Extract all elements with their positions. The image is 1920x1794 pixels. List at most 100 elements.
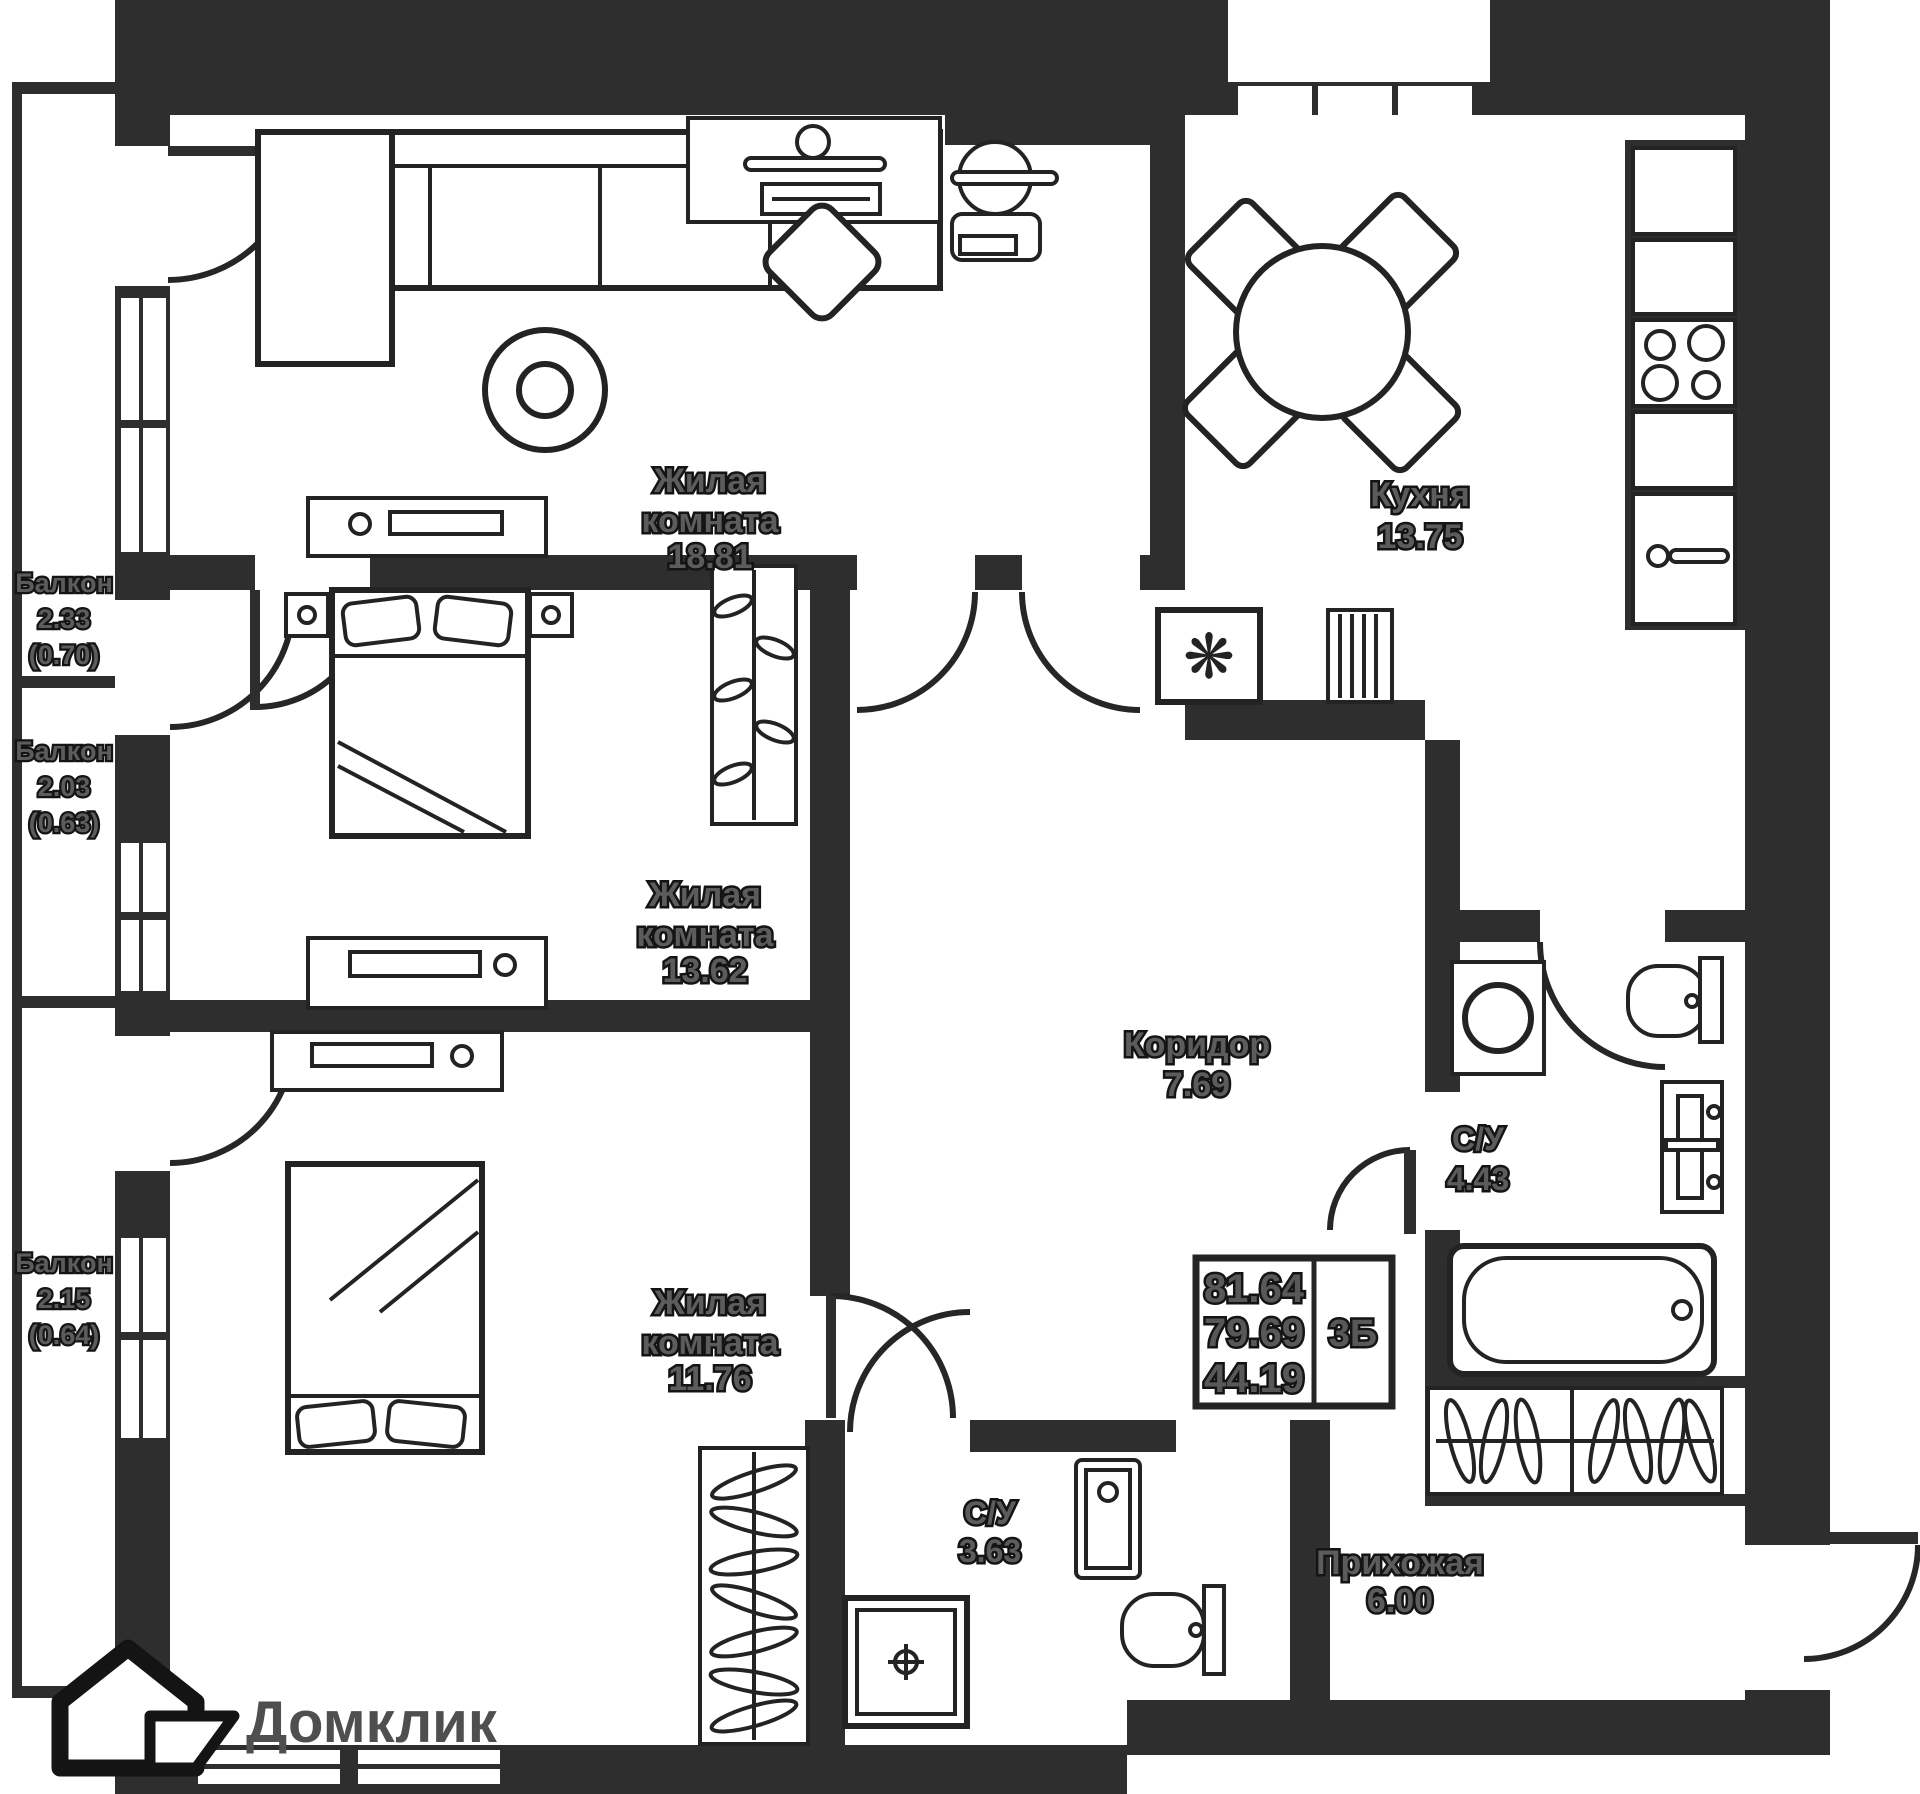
stove-burner-icon (1687, 324, 1725, 362)
washing-machine-door-icon (1097, 1481, 1119, 1503)
hanger-icon (1513, 1397, 1543, 1485)
blanket-fold (337, 764, 465, 834)
furniture-living-room (255, 116, 1059, 453)
pillow (340, 594, 422, 648)
wardrobe-clothes-icon (712, 761, 754, 787)
pc-keyboard-icon (958, 234, 1018, 256)
pillow (295, 1399, 377, 1449)
wall-segment (1140, 555, 1185, 590)
hallway-label: Прихожая (1316, 1544, 1484, 1582)
hanger-icon (1443, 1398, 1477, 1484)
wall-segment (170, 555, 255, 590)
balcony-divider (12, 82, 118, 94)
living-door-arc (856, 591, 978, 713)
balcony1-door-leaf (168, 146, 296, 156)
wall-segment (1127, 1700, 1807, 1755)
wall-segment (1425, 1494, 1745, 1506)
bathtub-inner (1462, 1256, 1704, 1364)
bathroom-small-label: С/У (964, 1495, 1017, 1531)
wall-segment (970, 1420, 1176, 1452)
radiator (1326, 608, 1394, 704)
kitchen-counter (1631, 238, 1737, 316)
blanket-fold (328, 1178, 480, 1302)
balcony2-reduced-area: (0.63) (29, 808, 100, 838)
corridor-bath-door-arc (1327, 1147, 1411, 1231)
living-room-area: 18.81 (667, 538, 752, 576)
hanger-icon (709, 1698, 799, 1734)
wardrobe-clothes-icon (712, 593, 754, 619)
wardrobe-clothes-icon (754, 719, 796, 745)
pillow (432, 594, 514, 648)
fridge-snowflake-icon: ❋ (1183, 620, 1235, 693)
bathtub (1447, 1243, 1717, 1377)
balcony-strip (12, 82, 118, 1698)
bedroom2-door-leaf (250, 590, 260, 710)
washing-machine-inner (1084, 1468, 1132, 1570)
domclick-house-flap-icon (144, 1710, 240, 1774)
tv-icon (348, 950, 482, 978)
coffee-table-center (516, 361, 574, 419)
corridor-bath-door-leaf (1404, 1150, 1416, 1234)
living-room-label: Жилая (653, 462, 766, 500)
balcony-door-opening (115, 600, 170, 735)
fridge-box (1155, 607, 1263, 705)
toilet-bowl (1626, 964, 1708, 1038)
kitchen-label: Кухня (1370, 476, 1469, 514)
stove-burner-icon (1691, 370, 1721, 400)
stamp-living-area: 44.19 (1204, 1357, 1304, 1401)
corridor-label: Коридор (1124, 1026, 1270, 1064)
area-stamp: 81.64 79.69 44.19 3Б (1192, 1254, 1396, 1410)
hanger-icon (709, 1625, 799, 1659)
hanger-icon (1622, 1397, 1654, 1485)
fixtures-bathroom-main (1447, 956, 1724, 1377)
hanger-icon (710, 1583, 798, 1621)
wall-segment (810, 590, 850, 1002)
hanger-icon (709, 1505, 799, 1539)
tv-icon (388, 510, 504, 536)
balcony-glazing-line (12, 82, 22, 1696)
kitchen-faucet-icon (1668, 548, 1730, 564)
wall-segment (1425, 1376, 1745, 1388)
wall-segment (1745, 115, 1830, 1545)
furniture-bedroom3 (270, 1030, 810, 1746)
desk-lamp-icon (795, 124, 831, 160)
blanket-fold (378, 1230, 480, 1314)
window (1318, 86, 1392, 118)
balcony-divider (12, 996, 118, 1008)
bathroom-main-area: 4.43 (1447, 1161, 1509, 1197)
stamp-layout-type: 3Б (1329, 1313, 1377, 1355)
wall-segment (945, 115, 1185, 145)
toilet-flush-icon (1684, 993, 1700, 1009)
wall-segment (1460, 910, 1540, 942)
chair-armrest (950, 170, 1059, 186)
dining-table (1233, 243, 1411, 421)
window-frame (121, 1332, 166, 1340)
domclick-logo-text: Домклик (246, 1690, 498, 1755)
kitchen-area: 13.75 (1377, 518, 1462, 556)
sofa-chaise (255, 129, 395, 367)
balcony1-reduced-area: (0.70) (29, 640, 100, 670)
fixtures-bathroom-small (842, 1458, 1226, 1729)
stove-burner-icon (1641, 364, 1679, 402)
wall-segment (1665, 910, 1745, 942)
sink-icon (1462, 982, 1534, 1054)
toilet-flush-icon (1188, 1622, 1204, 1638)
nightstand-lamp-icon (297, 605, 317, 625)
balcony-door-opening (115, 1036, 170, 1171)
nightstand (528, 592, 574, 638)
bedroom2-label: Жилая (648, 876, 761, 914)
balcony3-label: Балкон (15, 1248, 113, 1278)
rail-valve-icon (1706, 1104, 1722, 1120)
window-frame (121, 912, 166, 920)
balcony1-label: Балкон (15, 568, 113, 598)
bedroom3-door-leaf (826, 1296, 836, 1418)
entrance-door-leaf (1800, 1532, 1918, 1544)
balcony1-area: 2.33 (38, 604, 91, 634)
balcony2-area: 2.03 (38, 772, 91, 802)
monitor-icon (743, 156, 887, 172)
hanger-icon (710, 1463, 798, 1501)
balcony2-door-arc (169, 603, 296, 730)
wall-segment (1425, 740, 1460, 912)
kitchen-door-arc (1019, 591, 1141, 713)
hanger-icon (1657, 1397, 1687, 1485)
